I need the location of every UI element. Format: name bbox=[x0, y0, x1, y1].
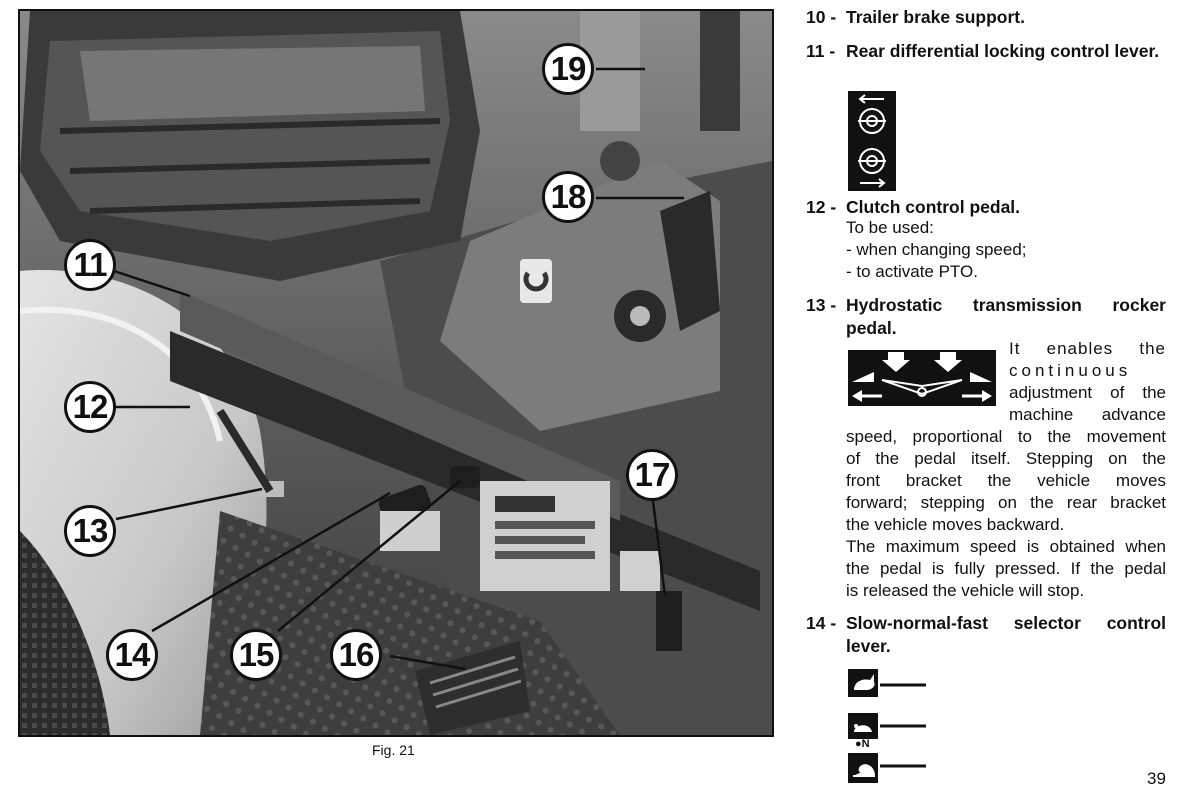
callout-19: 19 bbox=[542, 43, 594, 95]
figure-caption: Fig. 21 bbox=[372, 742, 415, 758]
item-title: Trailer brake support. bbox=[846, 7, 1025, 27]
item-number: 10 - bbox=[806, 7, 837, 27]
item-title: Rear differential locking control lever. bbox=[846, 41, 1160, 61]
snail-slow-icon bbox=[848, 752, 928, 784]
item-title: Slow-normal-fast selector control lever. bbox=[846, 613, 1166, 656]
body-line: of the pedal itself. Stepping on the bbox=[846, 449, 1166, 468]
callout-17: 17 bbox=[626, 449, 678, 501]
item-title: Clutch control pedal. bbox=[846, 197, 1021, 217]
item-13-body-wrap: It enables the continuous adjustment of … bbox=[1009, 338, 1166, 426]
differential-lock-icon bbox=[848, 91, 896, 191]
body-line: To be used: bbox=[846, 218, 934, 237]
body-line: continuous bbox=[1009, 361, 1132, 380]
callout-15: 15 bbox=[230, 629, 282, 681]
neutral-dot: ● bbox=[855, 738, 862, 750]
item-12-body: To be used: - when changing speed; - to … bbox=[846, 217, 1166, 283]
neutral-indicator: ●N bbox=[855, 738, 870, 750]
body-line: the pedal is fully pressed. If the pedal bbox=[846, 559, 1166, 578]
body-line: is released the vehicle will stop. bbox=[846, 581, 1085, 600]
body-line: forward; stepping on the rear bracket bbox=[846, 493, 1166, 512]
item-title: Hydrostatic transmission rocker pedal. bbox=[846, 295, 1166, 338]
body-line: speed, proportional to the movement bbox=[846, 427, 1166, 446]
callout-16: 16 bbox=[330, 629, 382, 681]
body-line: - when changing speed; bbox=[846, 240, 1027, 259]
tractor-photo-illustration bbox=[20, 11, 772, 735]
body-line: - to activate PTO. bbox=[846, 262, 978, 281]
callout-12: 12 bbox=[64, 381, 116, 433]
body-line: adjustment of the bbox=[1009, 383, 1166, 402]
body-line: The maximum speed is obtained when bbox=[846, 537, 1166, 556]
neutral-label: N bbox=[861, 738, 870, 750]
item-number: 11 - bbox=[806, 41, 836, 61]
hare-fast-icon bbox=[848, 668, 928, 698]
callout-11: 11 bbox=[64, 239, 116, 291]
rocker-pedal-icon bbox=[848, 350, 996, 406]
callout-13: 13 bbox=[64, 505, 116, 557]
body-line: front bracket the vehicle moves bbox=[846, 471, 1166, 490]
callout-18: 18 bbox=[542, 171, 594, 223]
callout-leader-lines bbox=[113, 67, 684, 671]
body-line: the vehicle moves backward. bbox=[846, 515, 1065, 534]
item-number: 13 - bbox=[806, 295, 837, 315]
turtle-normal-icon bbox=[848, 712, 928, 740]
item-number: 14 - bbox=[806, 613, 837, 633]
item-number: 12 - bbox=[806, 197, 837, 217]
body-line: machine advance bbox=[1009, 405, 1166, 424]
body-line: It enables the bbox=[1009, 339, 1166, 358]
callout-14: 14 bbox=[106, 629, 158, 681]
item-13-body: speed, proportional to the movement of t… bbox=[846, 426, 1166, 602]
page-number: 39 bbox=[1147, 769, 1166, 788]
fig-21-photo: 19 18 11 12 13 17 14 15 16 bbox=[18, 9, 774, 737]
